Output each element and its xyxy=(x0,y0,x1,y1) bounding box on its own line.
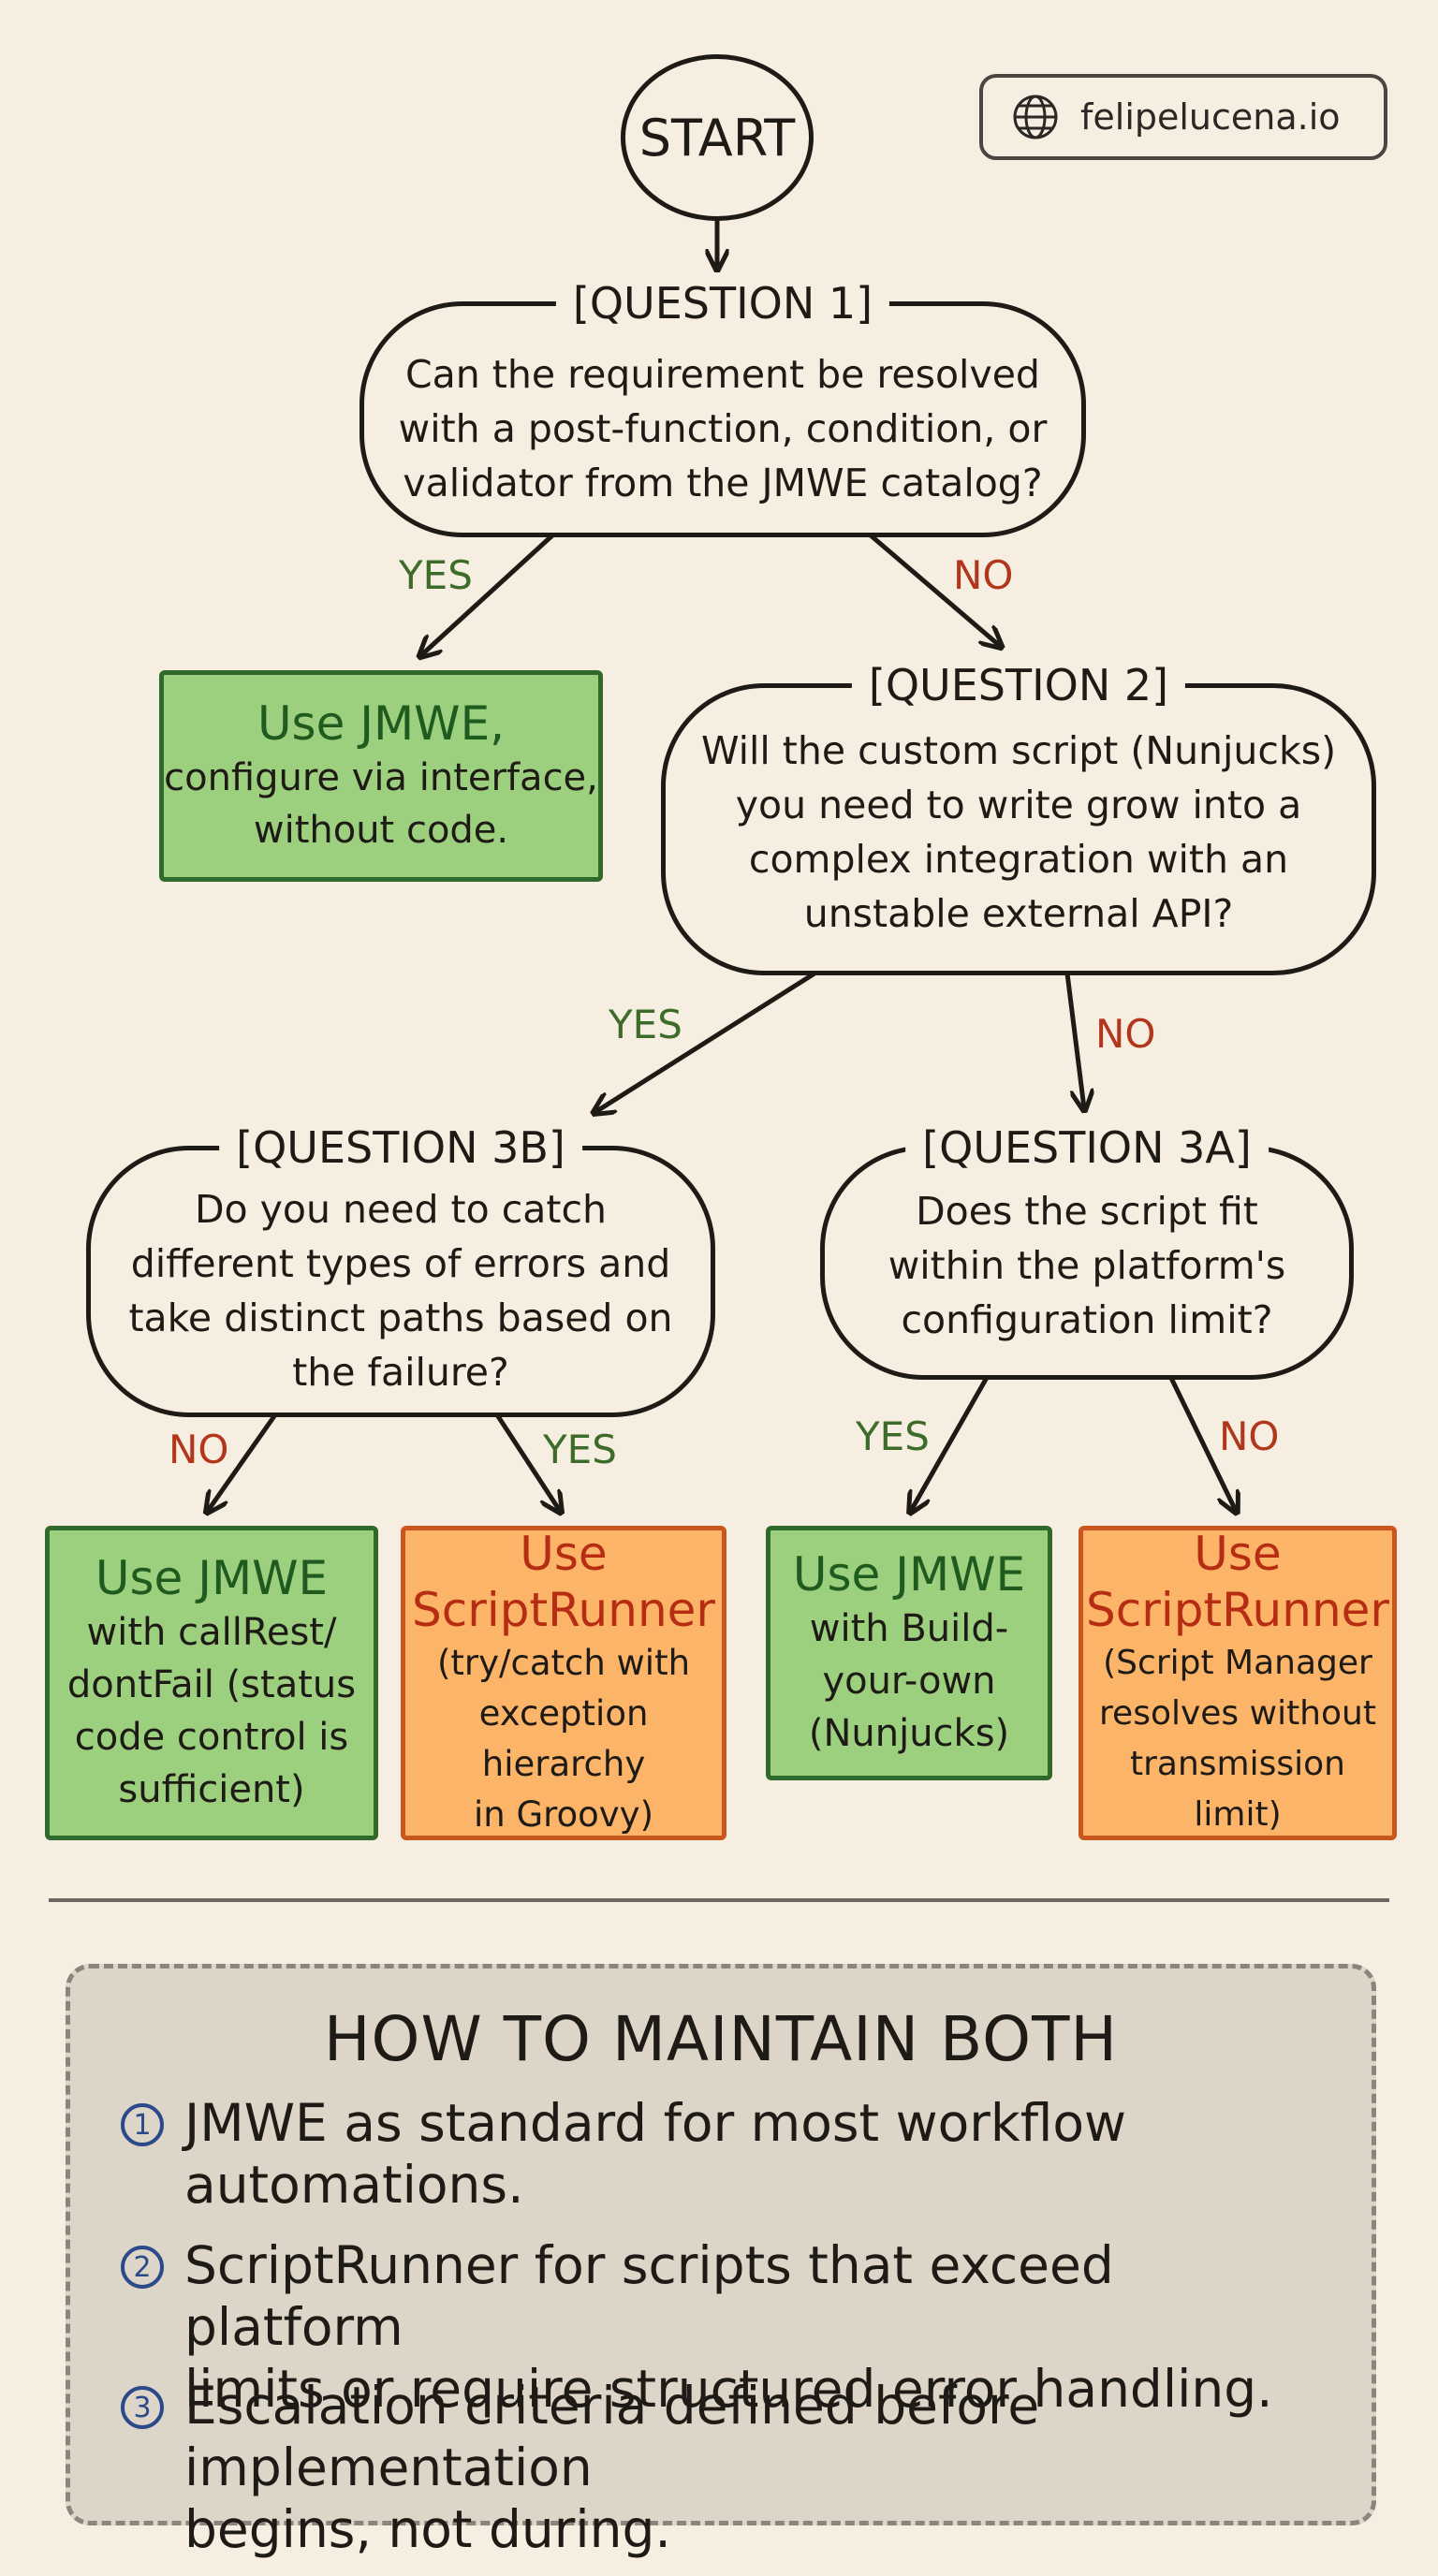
question-2-title: [QUESTION 2] xyxy=(851,654,1186,716)
question-1-title: [QUESTION 1] xyxy=(555,272,890,334)
result-use-scriptrunner-try-catch: Use ScriptRunner (try/catch with excepti… xyxy=(401,1526,726,1840)
website-badge[interactable]: felipelucena.io xyxy=(979,74,1387,160)
globe-icon xyxy=(1013,95,1058,139)
result-text: with Build- your-own (Nunjucks) xyxy=(808,1607,1010,1755)
result-use-jmwe-no-code: Use JMWE, configure via interface, witho… xyxy=(159,670,603,882)
question-1-node: [QUESTION 1] Can the requirement be reso… xyxy=(360,272,1086,537)
q1-yes-label: YES xyxy=(399,552,473,598)
result-title: Use JMWE xyxy=(792,1547,1026,1602)
section-divider xyxy=(49,1898,1389,1902)
result-title: Use ScriptRunner xyxy=(1086,1527,1389,1637)
number-badge: 3 xyxy=(121,2386,164,2429)
question-3a-node: [QUESTION 3A] Does the script fit within… xyxy=(820,1117,1354,1380)
number-badge: 1 xyxy=(121,2103,164,2146)
start-node: START xyxy=(621,54,814,221)
result-title: Use JMWE xyxy=(95,1551,329,1605)
list-item-text: ScriptRunner for scripts that exceed pla… xyxy=(184,2235,1273,2419)
q3a-yes-label: YES xyxy=(856,1413,930,1459)
result-title: Use ScriptRunner xyxy=(412,1527,715,1637)
question-2-node: [QUESTION 2] Will the custom script (Nun… xyxy=(661,654,1376,975)
number-badge: 2 xyxy=(121,2246,164,2289)
result-text: (Script Manager resolves without transmi… xyxy=(1099,1644,1376,1834)
list-item-text: Escalation criteria defined before imple… xyxy=(184,2376,1040,2559)
result-text: configure via interface, without code. xyxy=(164,756,598,852)
q3b-no-label: NO xyxy=(169,1427,229,1472)
list-item: 3 Escalation criteria defined before imp… xyxy=(121,2375,1334,2560)
q2-no-label: NO xyxy=(1095,1011,1156,1057)
result-use-scriptrunner-script-manager: Use ScriptRunner (Script Manager resolve… xyxy=(1078,1526,1397,1840)
maintain-both-panel: HOW TO MAINTAIN BOTH 1 JMWE as standard … xyxy=(66,1964,1376,2559)
panel-title: HOW TO MAINTAIN BOTH xyxy=(323,2003,1119,2075)
list-item-text: JMWE as standard for most workflow autom… xyxy=(184,2093,1126,2215)
question-3a-text: Does the script fit within the platform'… xyxy=(888,1189,1286,1342)
arrow-q2-no xyxy=(1064,971,1084,1108)
website-url: felipelucena.io xyxy=(1080,96,1341,138)
q3a-no-label: NO xyxy=(1219,1413,1280,1459)
q1-no-label: NO xyxy=(953,552,1014,598)
question-1-text: Can the requirement be resolved with a p… xyxy=(398,352,1048,505)
question-3b-node: [QUESTION 3B] Do you need to catch diffe… xyxy=(86,1117,715,1417)
result-text: with callRest/ dontFail (status code con… xyxy=(66,1611,357,1811)
start-label: START xyxy=(638,108,796,168)
question-3b-text: Do you need to catch different types of … xyxy=(128,1187,673,1395)
question-2-text: Will the custom script (Nunjucks) you ne… xyxy=(700,728,1337,936)
result-title: Use JMWE, xyxy=(257,696,506,751)
question-3a-title: [QUESTION 3A] xyxy=(905,1117,1269,1178)
q2-yes-label: YES xyxy=(609,1002,682,1047)
result-text: (try/catch with exception hierarchy in G… xyxy=(436,1643,691,1835)
q3b-yes-label: YES xyxy=(543,1427,617,1472)
question-3b-title: [QUESTION 3B] xyxy=(219,1117,582,1178)
result-use-jmwe-callrest: Use JMWE with callRest/ dontFail (status… xyxy=(45,1526,378,1840)
list-item: 2 ScriptRunner for scripts that exceed p… xyxy=(121,2234,1334,2420)
list-item: 1 JMWE as standard for most workflow aut… xyxy=(121,2092,1334,2216)
result-use-jmwe-build-your-own: Use JMWE with Build- your-own (Nunjucks) xyxy=(766,1526,1052,1780)
